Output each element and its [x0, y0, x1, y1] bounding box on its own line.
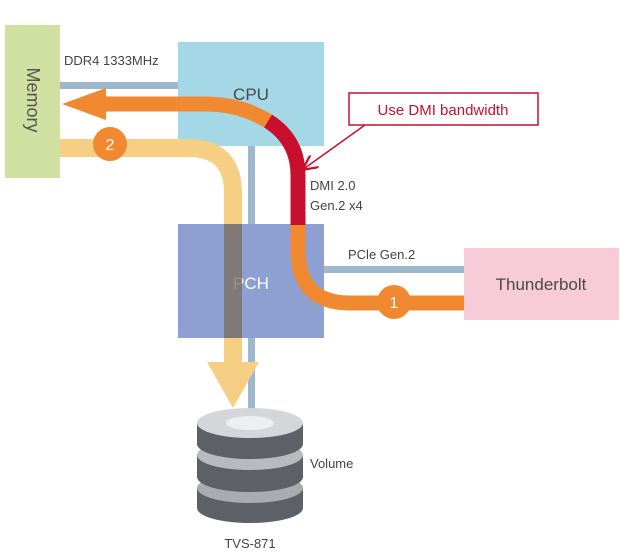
- device-label: TVS-871: [224, 536, 275, 551]
- pch-label: PCH: [233, 274, 269, 293]
- pcie-bus-line: [322, 266, 464, 273]
- path-2-number: 2: [106, 137, 115, 154]
- bus-lines: [60, 82, 464, 413]
- data-path-2: [60, 139, 259, 408]
- dmi-callout: Use DMI bandwidth: [305, 92, 539, 168]
- path-2-marker: 2: [93, 127, 127, 161]
- path-1-number: 1: [390, 295, 399, 312]
- volume-disk-stack: [197, 408, 303, 523]
- dmi-label-line1: DMI 2.0: [310, 178, 356, 193]
- cpu-block: CPU: [178, 42, 324, 146]
- thunderbolt-block: Thunderbolt: [464, 248, 619, 320]
- data-path-2-through-pch: [224, 224, 242, 338]
- cpu-pch-bus-line: [248, 146, 255, 226]
- memory-bus-label: DDR4 1333MHz: [64, 53, 159, 68]
- memory-block: Memory: [5, 25, 60, 178]
- cpu-label: CPU: [233, 85, 269, 104]
- volume-label: Volume: [310, 456, 353, 471]
- thunderbolt-label: Thunderbolt: [496, 275, 587, 294]
- dmi-label-line2: Gen.2 x4: [310, 198, 363, 213]
- memory-label: Memory: [23, 67, 43, 132]
- data-path-1: [62, 88, 464, 311]
- pcie-label: PCle Gen.2: [348, 247, 415, 262]
- callout-text: Use DMI bandwidth: [378, 102, 509, 119]
- pch-volume-bus-line: [248, 338, 255, 413]
- path-1-marker: 1: [377, 285, 411, 319]
- memory-bus-line: [60, 82, 180, 89]
- callout-arrow: [305, 124, 366, 168]
